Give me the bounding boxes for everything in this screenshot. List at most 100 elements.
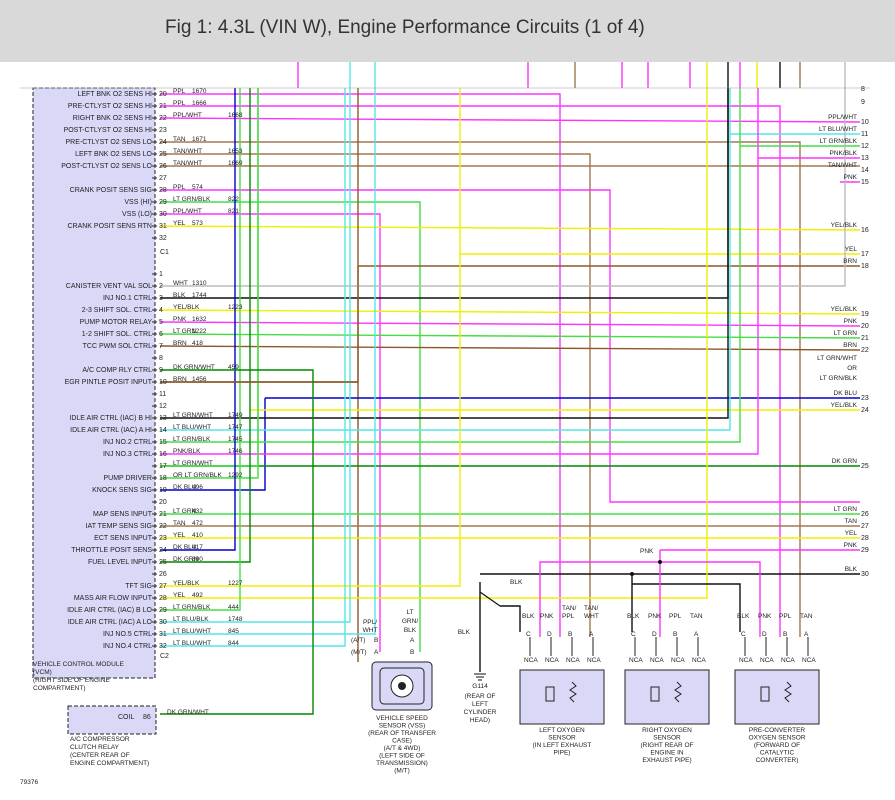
vcm-pin-label: EGR PINTLE POSIT INPUT bbox=[65, 379, 153, 386]
circuit-number: 459 bbox=[228, 364, 239, 371]
vcm-pin-number: 25 bbox=[159, 559, 167, 566]
vcm-pin-number: 30 bbox=[159, 211, 167, 218]
vcm-pin-number: 5 bbox=[159, 319, 163, 326]
nca-label: NCA bbox=[760, 657, 774, 664]
wire-pnk-pre bbox=[660, 561, 761, 637]
vcm-pin-number: 3 bbox=[159, 295, 163, 302]
sensor-caption: EXHAUST PIPE) bbox=[642, 757, 691, 764]
vcm-pin-label: LEFT BNK O2 SENS LO bbox=[75, 151, 152, 158]
vcm-pin-number: 25 bbox=[159, 151, 167, 158]
figure-title: Fig 1: 4.3L (VIN W), Engine Performance … bbox=[165, 17, 645, 38]
wire-color-label: LT GRN/BLK bbox=[173, 604, 211, 611]
terminal-wire-label: LT GRN bbox=[834, 330, 858, 337]
wire-up bbox=[160, 88, 759, 455]
connector-c1-label: C1 bbox=[160, 249, 169, 256]
terminal-wire-label: YEL bbox=[845, 246, 858, 253]
vss-caption: VEHICLE SPEED bbox=[376, 715, 428, 722]
wire-up bbox=[160, 88, 708, 599]
vcm-pin-label: LEFT BNK O2 SENS HI bbox=[77, 91, 152, 98]
vcm-pin-number: 29 bbox=[159, 607, 167, 614]
circuit-number: 1227 bbox=[228, 580, 243, 587]
terminal-number: 28 bbox=[861, 535, 869, 542]
vss-gear-hub bbox=[398, 682, 406, 690]
terminal-wire-label: PNK bbox=[844, 318, 858, 325]
terminal-number: 8 bbox=[861, 86, 865, 93]
terminal-number: 15 bbox=[861, 179, 869, 186]
vss-caption: TRANSMISSION) bbox=[376, 760, 428, 767]
nca-label: NCA bbox=[629, 657, 643, 664]
terminal-wire-label: BRN bbox=[843, 258, 857, 265]
sensor-wire-label: PPL bbox=[562, 613, 575, 620]
circuit-number: 1223 bbox=[228, 304, 243, 311]
terminal-number: 10 bbox=[861, 119, 869, 126]
terminal-wire-label: DK BLU bbox=[834, 390, 858, 397]
nca-label: NCA bbox=[781, 657, 795, 664]
vcm-pin-number: 18 bbox=[159, 475, 167, 482]
heater-icon bbox=[760, 686, 770, 702]
heater-icon bbox=[545, 686, 555, 702]
circuit-number: 822 bbox=[228, 196, 239, 203]
vss-pin-a-mt: A bbox=[374, 649, 379, 656]
vcm-pin-label: IDLE AIR CTRL (IAC) A HI bbox=[70, 427, 152, 434]
sensor-wire-label: TAN/ bbox=[584, 605, 599, 612]
sensor-wire-label: BLK bbox=[627, 613, 640, 620]
terminal-wire-label: LT GRN/BLK bbox=[820, 138, 858, 145]
relay-pin: 86 bbox=[143, 714, 151, 721]
vcm-pin-number: 31 bbox=[159, 223, 167, 230]
sensor-caption: LEFT OXYGEN bbox=[539, 727, 585, 734]
sensor-pin: D bbox=[652, 631, 657, 638]
terminal-number: 18 bbox=[861, 263, 869, 270]
circuit-number: 1653 bbox=[228, 148, 243, 155]
vcm-pin-label: A/C COMP RLY CTRL bbox=[82, 367, 152, 374]
o2-sensor-left bbox=[519, 669, 605, 725]
circuit-number: 1456 bbox=[192, 376, 207, 383]
terminal-wire-label: YEL/BLK bbox=[831, 222, 858, 229]
wire-color-label: BRN bbox=[173, 376, 187, 383]
vcm-pin-number: 26 bbox=[159, 571, 167, 578]
terminal-number: 14 bbox=[861, 167, 869, 174]
vcm-pin-label: FUEL LEVEL INPUT bbox=[88, 559, 153, 566]
nca-label: NCA bbox=[524, 657, 538, 664]
wire-up bbox=[160, 88, 346, 647]
terminal-number: 11 bbox=[861, 131, 868, 138]
wire-blk-left bbox=[500, 605, 521, 632]
vss-caption: CASE) bbox=[392, 738, 412, 745]
sensor-caption: SENSOR bbox=[653, 735, 681, 742]
vcm-pin-number: 32 bbox=[159, 643, 167, 650]
circuit-number: 1746 bbox=[228, 448, 243, 455]
wire-up bbox=[160, 88, 359, 383]
terminal-number: 19 bbox=[861, 311, 869, 318]
terminal-number: 9 bbox=[861, 99, 865, 106]
terminal-wire-label: PNK bbox=[844, 174, 858, 181]
ac-relay-box bbox=[67, 705, 157, 735]
sensor-pin: B bbox=[783, 631, 787, 638]
vss-pin-a: A bbox=[410, 637, 415, 644]
circuit-number: 1632 bbox=[192, 316, 207, 323]
vcm-pin-number: 21 bbox=[159, 511, 167, 518]
vcm-pin-number: 7 bbox=[159, 343, 163, 350]
wire-up bbox=[160, 88, 259, 479]
vcm-pin-label: CANISTER VENT VAL SOL bbox=[66, 283, 152, 290]
sensor-wire-label: TAN bbox=[690, 613, 703, 620]
circuit-number: 492 bbox=[192, 592, 203, 599]
terminal-note: LT GRN/BLK bbox=[820, 375, 858, 382]
o2-sensor-pre bbox=[734, 669, 820, 725]
vcm-pin-label: 1-2 SHIFT SOL. CTRL bbox=[82, 331, 152, 338]
circuit-number: 1669 bbox=[228, 160, 243, 167]
sensor-caption: (FORWARD OF bbox=[754, 742, 800, 749]
terminal-number: 25 bbox=[861, 463, 869, 470]
wire-ac-relay bbox=[160, 369, 314, 715]
vcm-pin-number: 10 bbox=[159, 379, 167, 386]
vcm-pin-label: POST-CTLYST O2 SENS HI bbox=[64, 127, 152, 134]
splice-dot bbox=[630, 572, 634, 576]
sensor-pin: B bbox=[568, 631, 572, 638]
vcm-pin-number: 16 bbox=[159, 451, 167, 458]
circuit-number: 1666 bbox=[192, 100, 207, 107]
terminal-number: 12 bbox=[861, 143, 869, 150]
wire-color-label: BLK bbox=[173, 292, 186, 299]
vcm-pin-label: VSS (HI) bbox=[124, 199, 152, 206]
wire-layer bbox=[159, 62, 861, 715]
sensor-caption: CATALYTIC bbox=[760, 750, 795, 757]
terminal-number: 20 bbox=[861, 323, 869, 330]
circuit-number: 844 bbox=[228, 640, 239, 647]
